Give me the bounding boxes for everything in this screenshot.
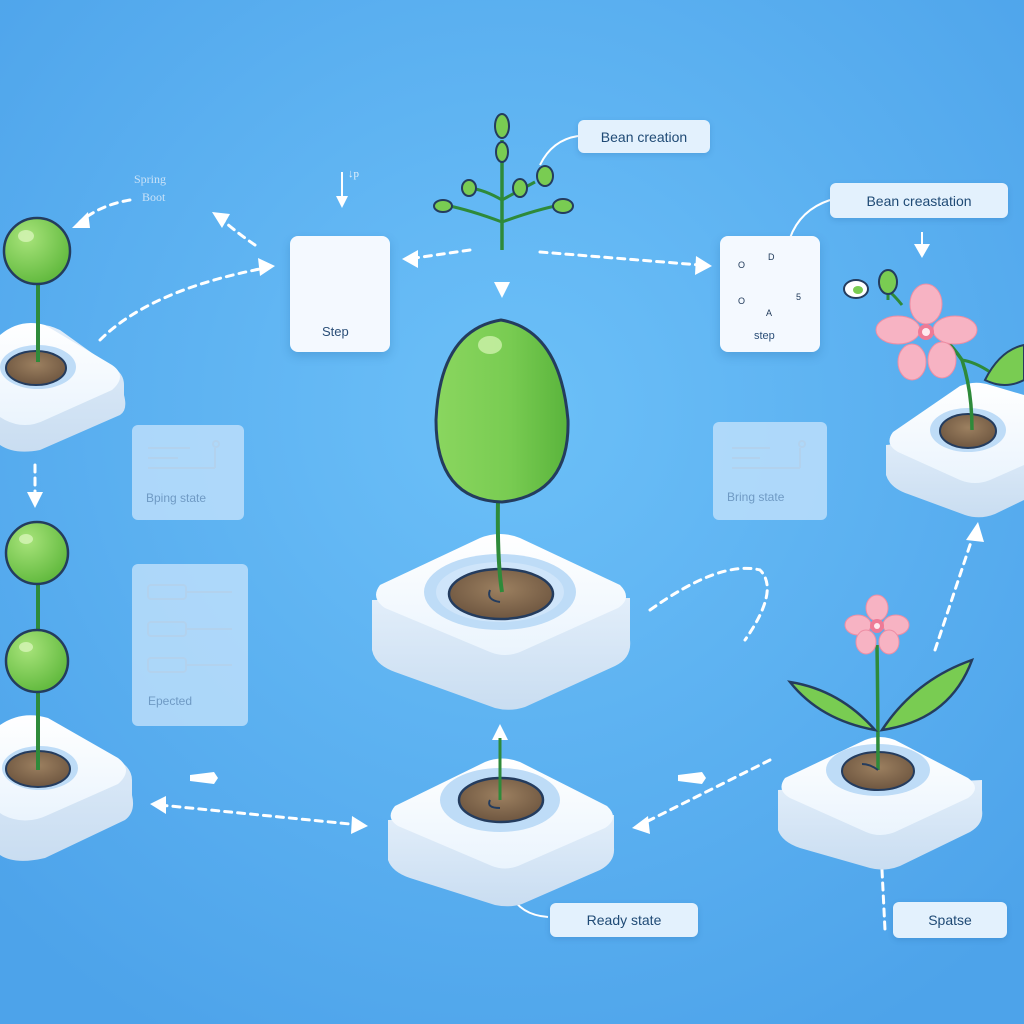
bean-creation-label: Bean creation — [578, 120, 710, 153]
platform-left-bottom — [0, 715, 134, 861]
arrowhead-right-label — [914, 244, 930, 258]
ready-state-text: Ready state — [586, 912, 662, 928]
arrowhead-bottom-left-end — [351, 816, 368, 834]
spatse-text: Spatse — [928, 912, 972, 928]
ready-state-label: Ready state — [550, 903, 698, 937]
step-card-right[interactable]: O D O 5 A step — [720, 236, 820, 352]
platform-right-bottom — [778, 737, 983, 870]
step-letter-2: D — [768, 252, 775, 262]
big-leaf-sprout — [434, 318, 570, 603]
step-letter-3: O — [738, 296, 746, 306]
arrowhead-step-card — [258, 258, 275, 276]
arrowhead-right-up — [966, 522, 984, 542]
expected-label: Epected — [148, 694, 193, 708]
flow-arrows — [33, 198, 977, 932]
arrow-right-up — [933, 528, 977, 652]
spring-state-card-left: Bping state — [132, 425, 244, 520]
step-card-right-label: step — [754, 330, 775, 342]
arrowhead-left-down — [27, 492, 43, 508]
flower-right-top — [843, 269, 1024, 431]
tiny-sprout-center-bottom — [488, 738, 502, 809]
spring-boot-line2: Boot — [142, 190, 166, 204]
arrowhead-left — [402, 250, 418, 268]
arrow-heads — [27, 196, 984, 834]
sprout-left-bottom — [4, 520, 70, 770]
arrowhead-center-up — [492, 724, 508, 740]
step-letter-1: O — [738, 260, 746, 270]
bean-creation-text: Bean creation — [600, 128, 688, 145]
branch-sprout-top — [433, 113, 574, 250]
arrow-bottom-left — [158, 803, 362, 827]
arrow-center-curl — [648, 566, 769, 642]
step-letter-5: A — [766, 308, 773, 318]
spring-state-left-label: Bping state — [146, 491, 207, 505]
platform-right-top — [886, 382, 1024, 518]
plane-marker-right — [678, 772, 706, 784]
arrowhead-center-down — [494, 282, 510, 298]
sprout-left-top — [2, 216, 72, 362]
platform-left-top — [0, 322, 126, 452]
arrowhead-right — [695, 256, 712, 275]
arrow-bottom-right — [638, 758, 772, 827]
arrowhead-bottom-left-start — [150, 796, 166, 814]
arrowhead-top-left — [72, 212, 90, 228]
spring-state-right-label: Bring state — [727, 490, 785, 504]
arrow-to-step-card — [98, 266, 267, 342]
plane-marker-left — [190, 772, 218, 784]
bean-creastation-label: Bean creastation — [830, 183, 1008, 218]
step-card-left[interactable]: Step — [290, 236, 390, 352]
expected-card: Epected — [132, 564, 248, 726]
spring-state-card-right: Bring state — [713, 422, 827, 520]
connector-bean-top — [539, 135, 579, 166]
arrowhead-top-mark — [336, 196, 348, 208]
spring-boot-line1: Spring — [134, 172, 167, 186]
arrow-mark-text: ↓p — [348, 168, 359, 180]
arrow-spatse-drop — [880, 868, 887, 932]
step-card-left-label: Step — [322, 324, 349, 339]
bean-creastation-text: Bean creastation — [866, 192, 972, 209]
spatse-label: Spatse — [893, 902, 1007, 938]
arrow-step-to-sprout — [413, 248, 472, 260]
flower-right-bottom — [787, 594, 975, 771]
connector-bean-right — [789, 199, 831, 239]
step-letter-4: 5 — [796, 292, 802, 302]
arrowhead-top-left-diag — [212, 212, 230, 228]
arrow-sprout-to-stepcard — [538, 250, 702, 267]
arrowhead-bottom-right — [632, 816, 650, 834]
small-plane-markers — [190, 772, 706, 784]
